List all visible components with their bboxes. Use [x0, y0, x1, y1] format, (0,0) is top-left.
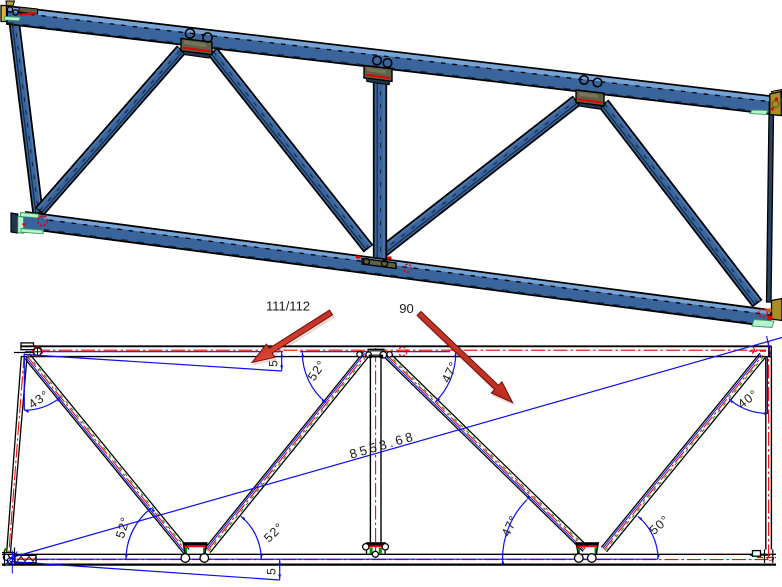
svg-text:8553.68: 8553.68 — [348, 428, 417, 461]
svg-text:111/112: 111/112 — [266, 299, 310, 314]
svg-text:47°: 47° — [499, 513, 521, 539]
svg-text:90: 90 — [399, 301, 413, 316]
svg-text:43°: 43° — [26, 388, 52, 412]
svg-text:50°: 50° — [647, 512, 673, 537]
svg-text:5: 5 — [265, 568, 279, 575]
svg-text:47°: 47° — [439, 359, 461, 385]
svg-text:52°: 52° — [261, 520, 286, 545]
